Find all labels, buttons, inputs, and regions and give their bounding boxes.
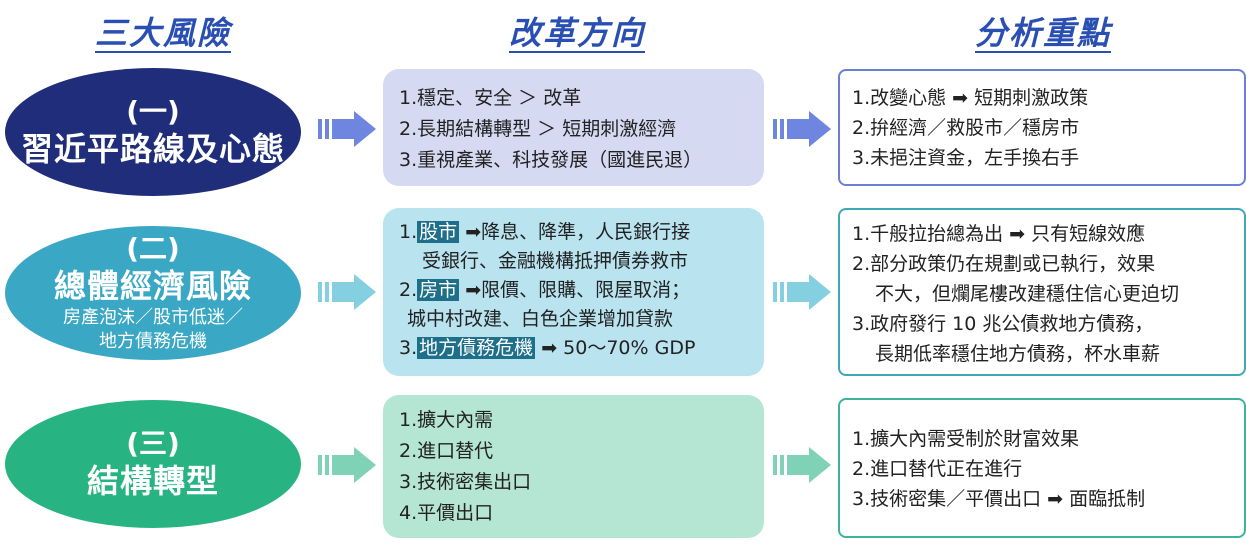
arrow-right-icon — [318, 111, 376, 147]
reform-box-3: 1.擴大內需 2.進口替代 3.技術密集出口 4.平價出口 — [383, 395, 764, 538]
arrow-right-icon — [318, 447, 376, 483]
analysis-item: 3.技術密集／平價出口 ➡ 面臨抵制 — [852, 488, 1146, 510]
highlight-local-debt: 地方債務危機 — [417, 337, 536, 359]
reform-prefix: 1. — [399, 221, 418, 243]
analysis-item: 1.千般拉抬總為出 ➡ 只有短線效應 — [852, 223, 1146, 245]
analysis-box-1: 1.改變心態 ➡ 短期刺激政策 2.拚經濟／救股市／穩房市 3.未挹注資金，左手… — [838, 69, 1246, 186]
reform-item: 3.重視產業、科技發展（國進民退） — [399, 149, 703, 171]
risk-oval-1: (一) 習近平路線及心態 — [5, 68, 301, 196]
header-analysis: 分析重點 — [975, 14, 1112, 52]
analysis-item: 3.政府發行 10 兆公債救地方債務， — [852, 313, 1154, 335]
risk-number-2: (二) — [126, 232, 180, 265]
reform-item-continued: 受銀行、金融機構抵押債券救市 — [422, 250, 689, 272]
risk-title-3: 結構轉型 — [86, 462, 219, 500]
reform-prefix: 2. — [399, 279, 418, 301]
reform-item: 1.穩定、安全 ＞ 改革 — [399, 87, 582, 109]
risk-subtitle-2b: 地方債務危機 — [99, 331, 207, 352]
arrow-right-icon — [773, 111, 831, 147]
reform-item: 4.平價出口 — [399, 502, 494, 524]
arrow-right-icon — [318, 274, 376, 310]
reform-prefix: 3. — [399, 337, 418, 359]
reform-item: 2.進口替代 — [399, 440, 494, 462]
reform-text: ➡限價、限購、限屋取消； — [459, 279, 691, 301]
highlight-housing-market: 房市 — [417, 279, 460, 301]
reform-text: ➡ 50～70% GDP — [535, 337, 696, 359]
reform-item: 3.地方債務危機 ➡ 50～70% GDP — [399, 333, 750, 364]
analysis-item: 3.未挹注資金，左手換右手 — [852, 147, 1080, 169]
risk-subtitle-2a: 房產泡沫／股市低迷／ — [63, 307, 243, 328]
reform-item: 1.股市 ➡降息、降準，人民銀行接 — [399, 217, 750, 248]
reform-item-continued: 城中村改建、白色企業增加貸款 — [407, 308, 674, 330]
risk-title-1: 習近平路線及心態 — [20, 130, 285, 168]
reform-item: 3.技術密集出口 — [399, 471, 532, 493]
header-reform: 改革方向 — [509, 14, 646, 52]
analysis-item: 1.改變心態 ➡ 短期刺激政策 — [852, 87, 1089, 109]
arrow-right-icon — [773, 447, 831, 483]
reform-item: 1.擴大內需 — [399, 409, 494, 431]
analysis-box-3: 1.擴大內需受制於財富效果 2.進口替代正在進行 3.技術密集／平價出口 ➡ 面… — [838, 398, 1246, 538]
highlight-stock-market: 股市 — [417, 221, 460, 243]
reform-text: ➡降息、降準，人民銀行接 — [459, 221, 691, 243]
analysis-box-2: 1.千般拉抬總為出 ➡ 只有短線效應 2.部分政策仍在規劃或已執行，效果 不大，… — [838, 208, 1246, 376]
risk-oval-2: (二) 總體經濟風險 房產泡沫／股市低迷／ 地方債務危機 — [5, 226, 301, 360]
analysis-item-continued: 長期低率穩住地方債務，杯水車薪 — [875, 343, 1161, 365]
analysis-item: 1.擴大內需受制於財富效果 — [852, 428, 1080, 450]
analysis-item: 2.部分政策仍在規劃或已執行，效果 — [852, 253, 1156, 275]
analysis-item-continued: 不大，但爛尾樓改建穩住信心更迫切 — [875, 283, 1180, 305]
risk-oval-3: (三) 結構轉型 — [5, 400, 301, 528]
analysis-item: 2.拚經濟／救股市／穩房市 — [852, 117, 1080, 139]
risk-number-1: (一) — [126, 95, 180, 128]
risk-title-2: 總體經濟風險 — [53, 267, 252, 305]
reform-item: 2.長期結構轉型 ＞ 短期刺激經濟 — [399, 118, 677, 140]
arrow-right-icon — [773, 274, 831, 310]
reform-box-1: 1.穩定、安全 ＞ 改革 2.長期結構轉型 ＞ 短期刺激經濟 3.重視產業、科技… — [383, 69, 764, 186]
header-risks: 三大風險 — [95, 14, 232, 52]
reform-box-2: 1.股市 ➡降息、降準，人民銀行接 受銀行、金融機構抵押債券救市 2.房市 ➡限… — [383, 208, 764, 376]
reform-item: 2.房市 ➡限價、限購、限屋取消； — [399, 275, 750, 306]
risk-number-3: (三) — [126, 427, 180, 460]
analysis-item: 2.進口替代正在進行 — [852, 458, 1023, 480]
